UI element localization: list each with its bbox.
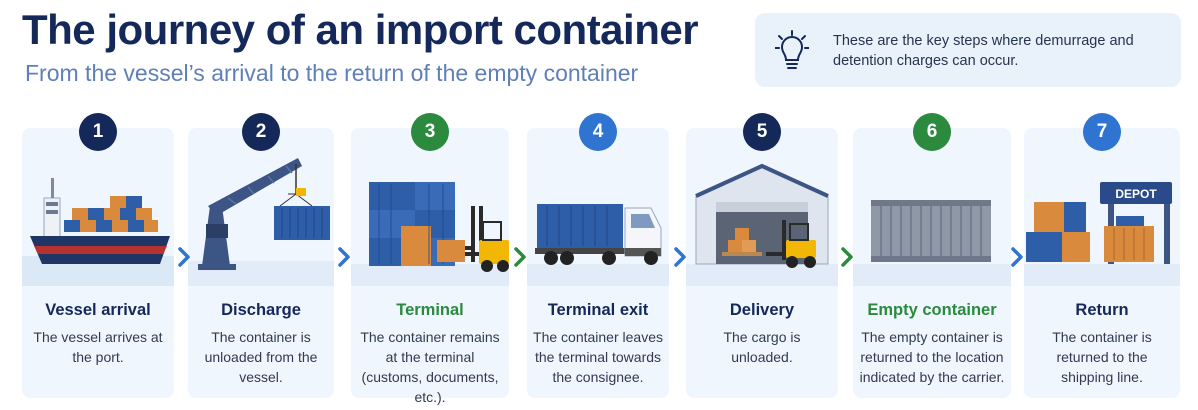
step-1-label: Vessel arrival bbox=[45, 301, 151, 319]
step-7-label: Return bbox=[1075, 301, 1129, 319]
step-7-badge: 7 bbox=[1083, 113, 1121, 151]
chevron-right-icon bbox=[1011, 247, 1023, 267]
warehouse-icon bbox=[686, 163, 838, 286]
empty-container-icon bbox=[853, 200, 1011, 286]
step-7-description: The container is returned to the shippin… bbox=[1052, 329, 1152, 385]
depot-icon: DEPOT bbox=[1024, 182, 1180, 286]
step-7-card: 7 DEPOT Return The container is returned… bbox=[1024, 113, 1180, 398]
page-title: The journey of an import container bbox=[22, 6, 699, 53]
step-5-badge: 5 bbox=[743, 113, 781, 151]
step-2-badge: 2 bbox=[242, 113, 280, 151]
step-6-description: The empty container is returned to the l… bbox=[859, 329, 1005, 385]
depot-sign-text: DEPOT bbox=[1115, 187, 1157, 201]
step-2-card: 2 Discharge bbox=[188, 113, 334, 398]
step-2-label: Discharge bbox=[221, 301, 301, 319]
step-5-description: The cargo is unloaded. bbox=[723, 329, 801, 365]
step-4-label: Terminal exit bbox=[547, 301, 649, 319]
lightbulb-icon bbox=[775, 30, 809, 69]
info-note: These are the key steps where demurrage … bbox=[755, 13, 1181, 87]
step-3-label: Terminal bbox=[396, 301, 464, 319]
step-1-card: 1 Vessel arrival The vessel arrives at t… bbox=[22, 113, 174, 398]
step-4-description: The container leaves the terminal toward… bbox=[533, 329, 663, 385]
chevron-right-icon bbox=[674, 247, 686, 267]
step-6-card: 6 Empty container The empty container is… bbox=[853, 113, 1011, 398]
step-4-card: 4 Terminal exit The container leaves the… bbox=[527, 113, 669, 398]
step-5-card: 5 Delivery The cargo is unloaded. bbox=[686, 113, 838, 398]
chevron-right-icon bbox=[338, 247, 350, 267]
step-6-label: Empty container bbox=[867, 301, 997, 319]
terminal-stack-icon bbox=[351, 182, 509, 286]
chevron-right-icon bbox=[841, 247, 853, 267]
cargo-ship-icon bbox=[22, 178, 174, 286]
step-3-card: 3 Terminal bbox=[351, 113, 509, 405]
step-5-label: Delivery bbox=[729, 301, 795, 319]
step-1-badge: 1 bbox=[79, 113, 117, 151]
truck-icon bbox=[527, 204, 669, 286]
note-text: These are the key steps where demurrage … bbox=[833, 33, 1134, 69]
step-6-badge: 6 bbox=[913, 113, 951, 151]
step-3-badge: 3 bbox=[411, 113, 449, 151]
step-2-description: The container is unloaded from the vesse… bbox=[204, 329, 318, 385]
chevron-right-icon bbox=[178, 247, 190, 267]
step-1-description: The vessel arrives at the port. bbox=[33, 329, 163, 365]
step-4-badge: 4 bbox=[579, 113, 617, 151]
gantry-crane-icon bbox=[188, 158, 334, 286]
page-subtitle: From the vessel’s arrival to the return … bbox=[25, 60, 639, 86]
chevron-right-icon bbox=[514, 247, 526, 267]
step-3-description: The container remains at the terminal (c… bbox=[360, 329, 500, 405]
